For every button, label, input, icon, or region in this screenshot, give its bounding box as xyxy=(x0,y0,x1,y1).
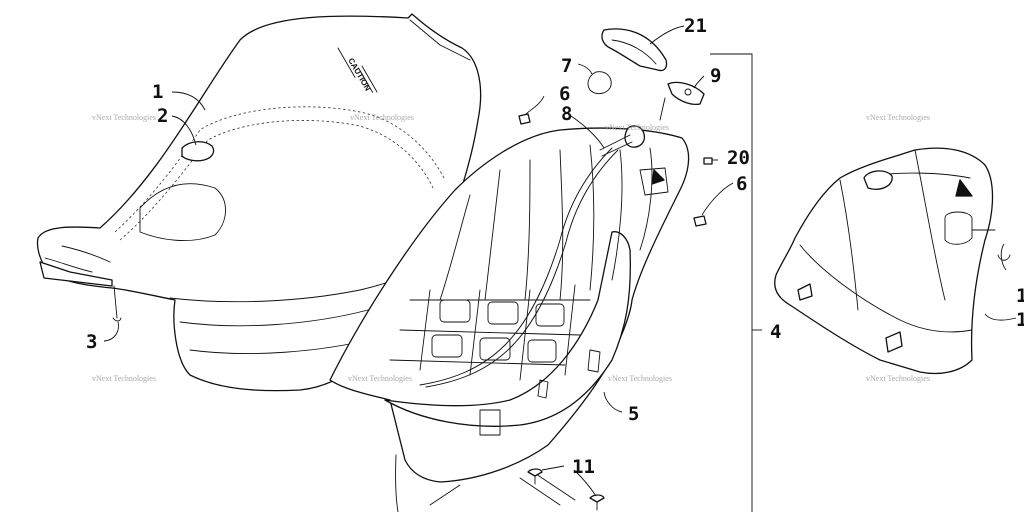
watermark-3: vNext Technologies xyxy=(605,123,669,132)
callout-9: 9 xyxy=(710,65,721,87)
seat-base-front-panel xyxy=(384,231,631,427)
seat-patch-part-2 xyxy=(181,141,215,162)
callout-6-right: 6 xyxy=(736,173,747,195)
callout-2: 2 xyxy=(157,105,168,127)
screw-part-20 xyxy=(703,157,713,165)
callout-7: 7 xyxy=(561,55,572,77)
watermark-6: vNext Technologies xyxy=(348,374,412,383)
storage-panel-outer xyxy=(774,147,994,375)
clip-part-6-left xyxy=(518,113,531,125)
callout-21: 21 xyxy=(684,15,707,37)
callout-1: 1 xyxy=(152,81,163,103)
storage-panel-assembly xyxy=(774,147,1011,375)
leader-lines xyxy=(103,25,1017,512)
rivet-part-11-a xyxy=(527,468,543,477)
watermarks: vNext Technologies vNext Technologies vN… xyxy=(92,113,930,383)
callout-5: 5 xyxy=(628,403,639,425)
clip-part-3 xyxy=(112,285,122,322)
ring-part-7 xyxy=(587,71,612,95)
watermark-2: vNext Technologies xyxy=(350,113,414,122)
callout-20: 20 xyxy=(727,147,750,169)
watermark-8: vNext Technologies xyxy=(866,374,930,383)
callout-1-right-bottom: 1 xyxy=(1016,309,1024,331)
cover-part-21 xyxy=(601,28,668,72)
seat-base-outer xyxy=(329,127,690,483)
rivet-part-11-b xyxy=(589,494,605,503)
clip-part-6-right xyxy=(693,215,707,227)
callout-4: 4 xyxy=(770,321,781,343)
callout-1-right-top: 1 xyxy=(1016,285,1024,307)
watermark-5: vNext Technologies xyxy=(92,374,156,383)
lock-part-8 xyxy=(624,125,646,148)
callout-8: 8 xyxy=(561,103,572,125)
seat-front-nose xyxy=(39,261,113,287)
watermark-4: vNext Technologies xyxy=(866,113,930,122)
watermark-1: vNext Technologies xyxy=(92,113,156,122)
latch-part-9 xyxy=(667,81,705,106)
callout-11: 11 xyxy=(572,456,595,478)
callout-3: 3 xyxy=(86,331,97,353)
watermark-7: vNext Technologies xyxy=(608,374,672,383)
seat-base-part-5 xyxy=(329,127,690,512)
seat-assembly: CAUTION xyxy=(36,13,482,392)
callout-6-left: 6 xyxy=(559,83,570,105)
